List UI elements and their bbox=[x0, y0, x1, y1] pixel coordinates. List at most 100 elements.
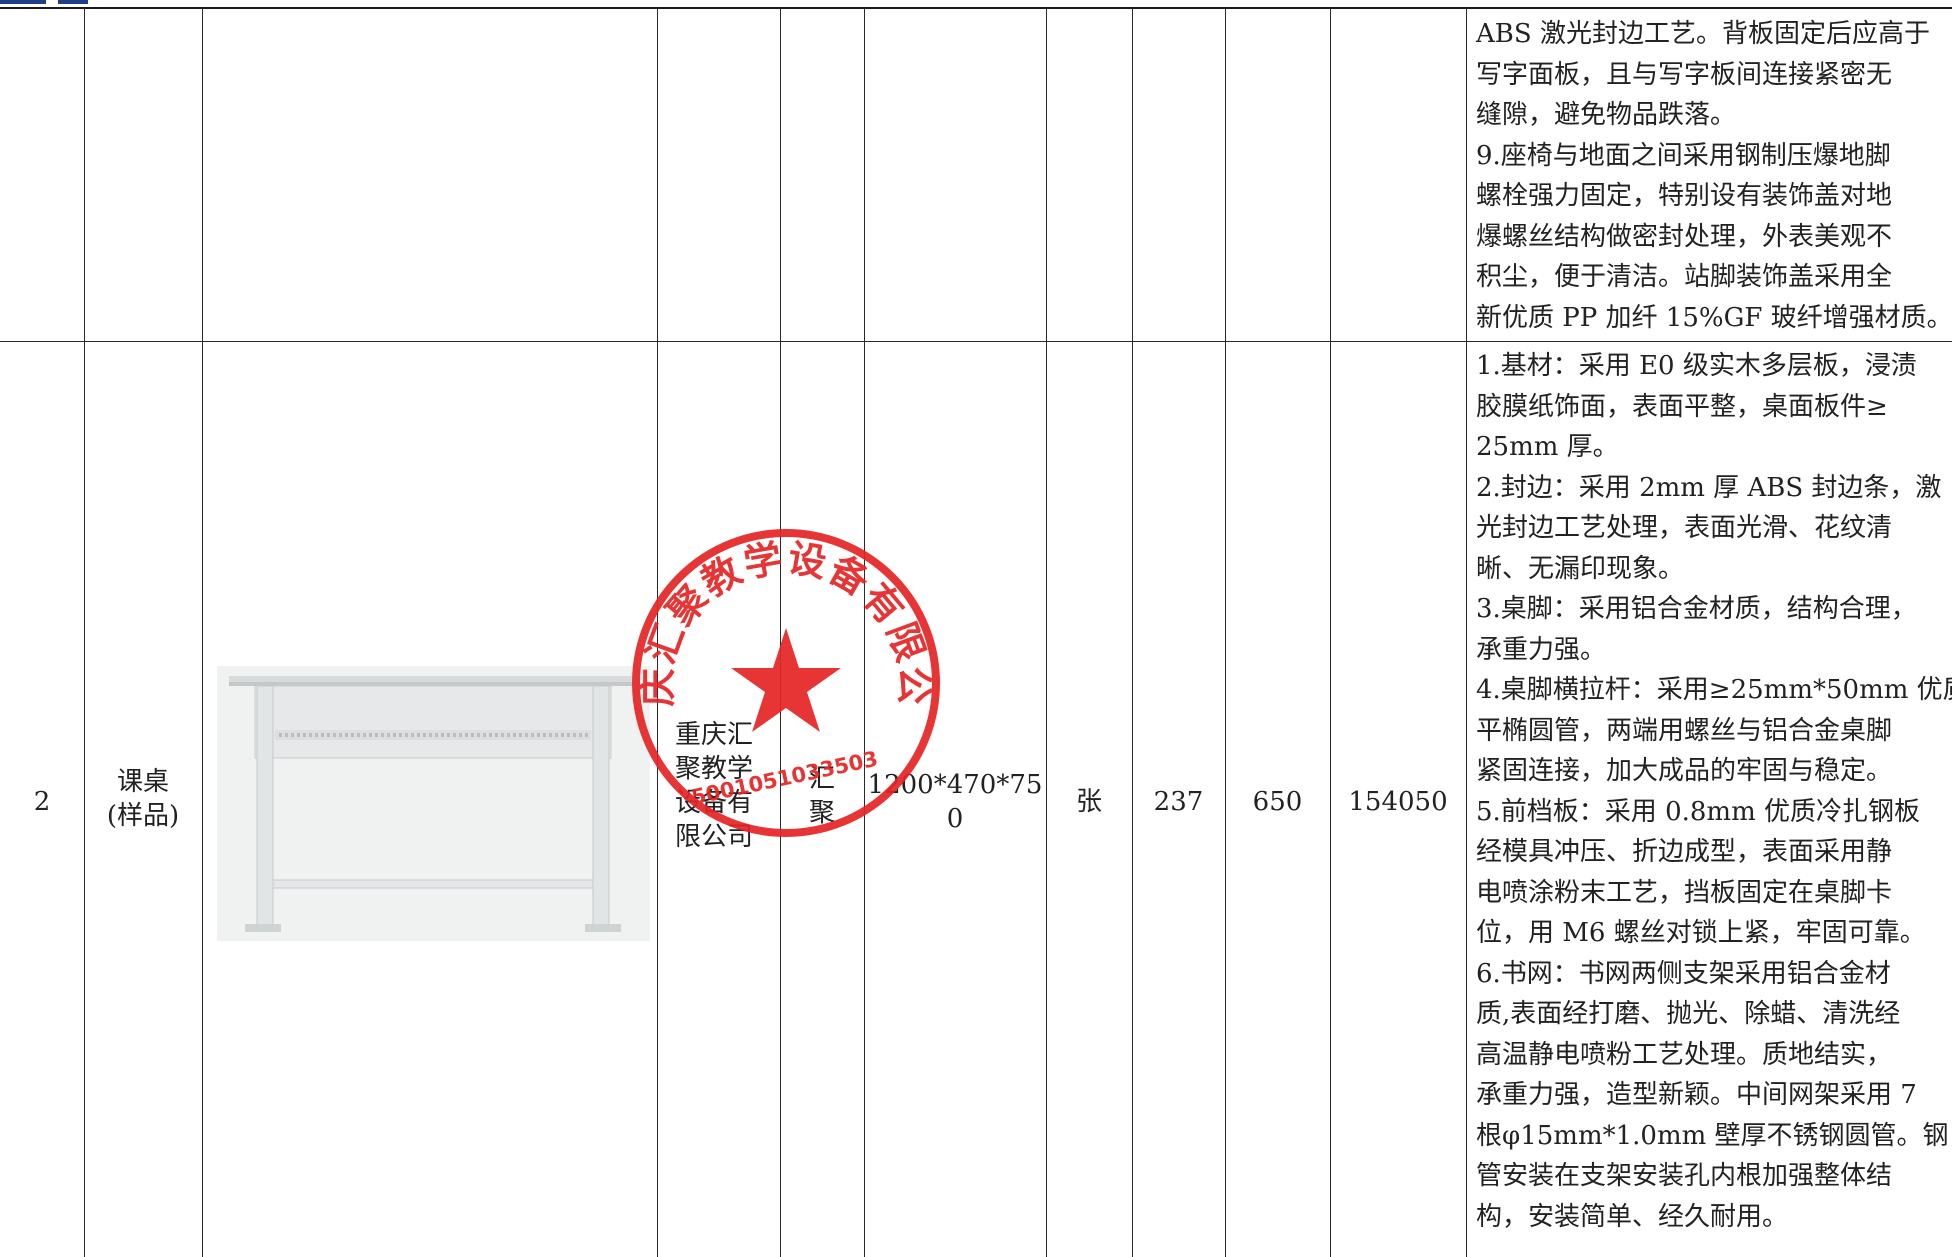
header-mark bbox=[0, 0, 46, 4]
desc-line: 位，用 M6 螺丝对锁上紧，牢固可靠。 bbox=[1476, 918, 1926, 948]
row2-description: 1.基材：采用 E0 级实木多层板，浸渍 胶膜纸饰面，表面平整，桌面板件≥ 25… bbox=[1476, 346, 1952, 1237]
panel-hole bbox=[555, 733, 558, 737]
panel-hole bbox=[501, 733, 504, 737]
panel-hole bbox=[315, 733, 318, 737]
desc-line: 构，安装简单、经久耐用。 bbox=[1476, 1201, 1789, 1232]
desc-line: 电喷涂粉末工艺，挡板固定在桌脚卡 bbox=[1476, 877, 1893, 908]
column-line bbox=[1466, 8, 1467, 1257]
row-index: 2 bbox=[33, 787, 51, 817]
desc-line: ABS 激光封边工艺。背板固定后应高于 bbox=[1476, 19, 1930, 49]
panel-hole bbox=[375, 733, 378, 737]
panel-hole bbox=[297, 733, 300, 737]
panel-hole bbox=[357, 733, 360, 737]
panel-hole bbox=[387, 733, 390, 737]
desc-line: 承重力强。 bbox=[1476, 634, 1607, 665]
manufacturer-line: 聚教学 bbox=[675, 754, 754, 784]
panel-hole bbox=[543, 733, 546, 737]
panel-hole bbox=[549, 733, 552, 737]
column-line bbox=[1330, 8, 1331, 1257]
table-top-border bbox=[0, 7, 1952, 9]
panel-hole bbox=[525, 733, 528, 737]
desc-line: 积尘，便于清洁。站脚装饰盖采用全 bbox=[1476, 262, 1893, 292]
desc-line: 爆螺丝结构做密封处理，外表美观不 bbox=[1476, 221, 1893, 252]
desc-line: 1.基材：采用 E0 级实木多层板，浸渍 bbox=[1476, 351, 1917, 381]
panel-hole bbox=[435, 733, 438, 737]
column-line bbox=[84, 8, 85, 1257]
desc-line: 管安装在支架安装孔内根加强整体结 bbox=[1476, 1161, 1893, 1191]
panel-hole bbox=[321, 733, 324, 737]
panel-hole bbox=[519, 733, 522, 737]
column-line bbox=[780, 8, 781, 1257]
item-name: 课桌 (样品) bbox=[84, 765, 202, 833]
item-name-line: (样品) bbox=[106, 801, 180, 831]
panel-hole bbox=[489, 733, 492, 737]
panel-hole bbox=[285, 733, 288, 737]
panel-hole bbox=[531, 733, 534, 737]
desc-line: 平椭圆管，两端用螺丝与铝合金桌脚 bbox=[1476, 715, 1893, 746]
desc-line: 经模具冲压、折边成型，表面采用静 bbox=[1476, 837, 1893, 867]
panel-hole bbox=[291, 733, 294, 737]
desk-photo-icon bbox=[217, 666, 650, 941]
desc-line: 根φ15mm*1.0mm 壁厚不锈钢圆管。钢 bbox=[1476, 1120, 1949, 1151]
desc-line: 写字面板，且与写字板间连接紧密无 bbox=[1476, 59, 1893, 90]
panel-hole bbox=[471, 733, 474, 737]
panel-hole bbox=[303, 733, 306, 737]
header-mark bbox=[58, 0, 88, 4]
desc-line: 9.座椅与地面之间采用钢制压爆地脚 bbox=[1476, 140, 1891, 171]
seal-ring bbox=[632, 529, 940, 837]
panel-hole bbox=[465, 733, 468, 737]
panel-hole bbox=[309, 733, 312, 737]
panel-hole bbox=[441, 733, 444, 737]
panel-hole bbox=[399, 733, 402, 737]
panel-hole bbox=[369, 733, 372, 737]
panel-hole bbox=[339, 733, 342, 737]
column-line bbox=[202, 8, 203, 1257]
panel-hole bbox=[447, 733, 450, 737]
panel-hole bbox=[585, 733, 588, 737]
panel-hole bbox=[507, 733, 510, 737]
seal-code-text: 5001051033503 bbox=[689, 747, 880, 810]
panel-hole bbox=[459, 733, 462, 737]
desc-line: 胶膜纸饰面，表面平整，桌面板件≥ bbox=[1476, 391, 1888, 422]
panel-hole bbox=[483, 733, 486, 737]
panel-hole bbox=[411, 733, 414, 737]
quantity: 237 bbox=[1153, 787, 1204, 817]
panel-hole bbox=[351, 733, 354, 737]
brand-line: 汇 bbox=[808, 764, 835, 794]
panel-hole bbox=[477, 733, 480, 737]
desc-line: 光封边工艺处理，表面光滑、花纹清 bbox=[1476, 513, 1893, 543]
row-divider bbox=[0, 341, 1952, 342]
panel-hole bbox=[423, 733, 426, 737]
panel-hole bbox=[405, 733, 408, 737]
desk-photo bbox=[217, 666, 650, 941]
desc-line: 3.桌脚：采用铝合金材质，结构合理， bbox=[1476, 594, 1917, 624]
panel-hole bbox=[579, 733, 582, 737]
star-icon bbox=[731, 628, 841, 732]
panel-hole bbox=[363, 733, 366, 737]
desc-line: 高温静电喷粉工艺处理。质地结实， bbox=[1476, 1039, 1893, 1070]
unit-price: 650 bbox=[1252, 787, 1303, 817]
desc-line: 紧固连接，加大成品的牢固与稳定。 bbox=[1476, 756, 1893, 786]
panel-hole bbox=[573, 733, 576, 737]
panel-hole bbox=[537, 733, 540, 737]
panel-hole bbox=[561, 733, 564, 737]
panel-hole bbox=[381, 733, 384, 737]
panel-hole bbox=[495, 733, 498, 737]
desc-line: 缝隙，避免物品跌落。 bbox=[1476, 100, 1737, 130]
unit: 张 bbox=[1075, 787, 1102, 817]
desc-line: 质,表面经打磨、抛光、除蜡、清洗经 bbox=[1476, 999, 1901, 1029]
row1-description: ABS 激光封边工艺。背板固定后应高于 写字面板，且与写字板间连接紧密无 缝隙，… bbox=[1476, 14, 1952, 338]
column-line bbox=[1132, 8, 1133, 1257]
desc-line: 6.书网：书网两侧支架采用铝合金材 bbox=[1476, 958, 1891, 989]
desc-line: 25mm 厚。 bbox=[1476, 432, 1619, 462]
desc-line: 螺栓强力固定，特别设有装饰盖对地 bbox=[1476, 181, 1893, 211]
desc-line: 2.封边：采用 2mm 厚 ABS 封边条，激 bbox=[1476, 472, 1942, 503]
column-line bbox=[1046, 8, 1047, 1257]
panel-hole bbox=[393, 733, 396, 737]
spec-line: 0 bbox=[946, 804, 964, 834]
column-line bbox=[1225, 8, 1226, 1257]
panel-hole bbox=[429, 733, 432, 737]
panel-hole bbox=[417, 733, 420, 737]
column-line bbox=[657, 8, 658, 1257]
desc-line: 承重力强，造型新颖。中间网架采用 7 bbox=[1476, 1080, 1917, 1110]
